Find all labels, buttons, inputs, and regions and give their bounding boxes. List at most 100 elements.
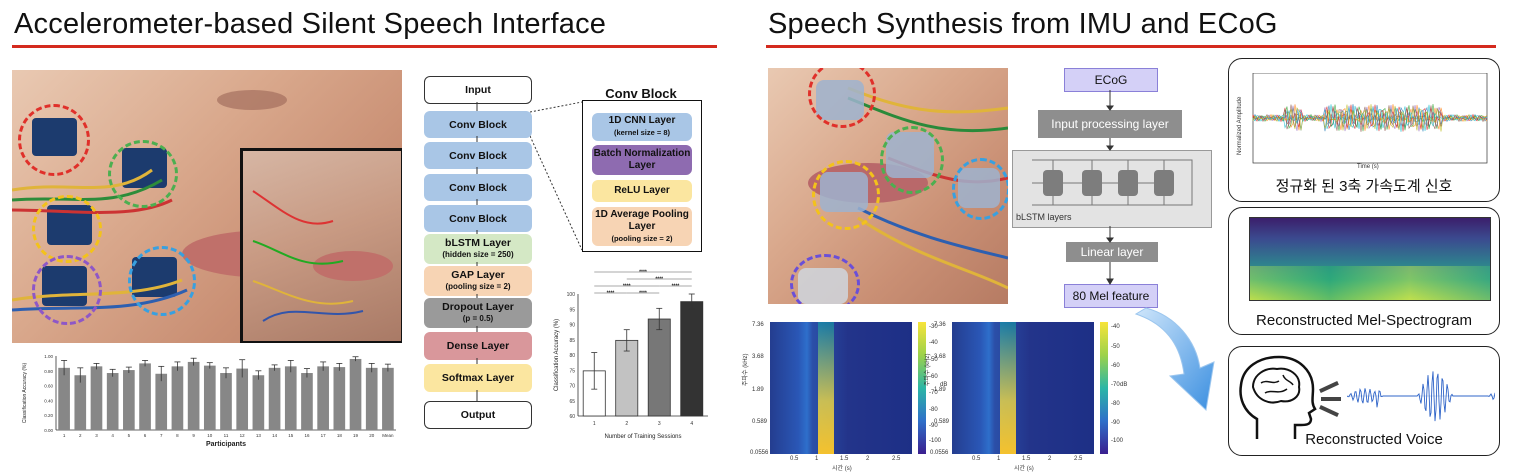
nostril — [217, 90, 287, 110]
spec-xtick: 0.5 — [972, 456, 981, 462]
dashed-circle-purple — [32, 255, 102, 325]
input-processing-box: Input processing layer — [1038, 110, 1182, 138]
chart1-xtick: Mean — [382, 433, 394, 438]
speech-waves-icon — [1319, 404, 1339, 418]
cb-cnn-sub: (kernel size = 8) — [613, 128, 671, 137]
node-blstm-label: bLSTM Layer — [445, 237, 511, 249]
chart2-significance-marker: **** — [639, 270, 647, 276]
chart1-bar — [139, 363, 151, 430]
spec-xtick: 2 — [1048, 456, 1052, 462]
node-conv-block-1: Conv Block — [424, 111, 532, 138]
node-dropout-layer: Dropout Layer (p = 0.5) — [424, 298, 532, 328]
chart1-bar — [317, 366, 329, 430]
dashed-circle-red — [808, 68, 876, 128]
inset-wires — [252, 190, 364, 322]
cb-bn-layer: Batch Normalization Layer — [592, 145, 692, 175]
chart1-xtick: 8 — [176, 433, 179, 438]
inset-photo — [240, 148, 402, 343]
chart1-bar — [74, 375, 87, 430]
chart1-xtick: 4 — [111, 433, 114, 438]
node-conv-block-4: Conv Block — [424, 205, 532, 232]
chart2-ytick: 100 — [567, 292, 576, 298]
chart1-bar — [268, 367, 281, 430]
cbar2-tick: -70 — [1111, 382, 1120, 388]
chart1-bar — [155, 373, 168, 430]
node-gap-layer: GAP Layer (pooling size = 2) — [424, 266, 532, 296]
chart1-ytick: 0.40 — [44, 398, 53, 403]
spec-ytick: 1.89 — [934, 387, 946, 393]
cb-pool-label: 1D Average Pooling Layer — [595, 208, 689, 232]
blstm-cell — [1118, 170, 1138, 196]
chart1-bar — [58, 367, 70, 430]
node-gap-label: GAP Layer — [451, 269, 505, 281]
chart2-significance-marker: **** — [655, 277, 663, 283]
node-dropout-label: Dropout Layer — [442, 301, 514, 313]
chart1-xtick: 15 — [288, 433, 294, 438]
colorbar-2 — [1100, 322, 1108, 454]
cb-pool-layer: 1D Average Pooling Layer (pooling size =… — [592, 207, 692, 246]
chart1-ytick: 0.60 — [44, 384, 53, 389]
chart1-xtick: 10 — [207, 433, 213, 438]
chart1-xtick: 11 — [224, 433, 229, 438]
chart2-ytick: 75 — [569, 368, 575, 374]
chart2-xtick: 2 — [625, 421, 628, 427]
spec-ytick: 7.36 — [752, 322, 764, 328]
chart1-bar — [106, 373, 119, 430]
spectrogram-2-burst — [1000, 322, 1016, 454]
chart1-bar — [382, 367, 394, 430]
cbar1-tick: -100 — [929, 438, 942, 444]
dashed-circle-red — [18, 104, 90, 176]
colorbar-1 — [918, 322, 926, 454]
chart1-bar — [349, 358, 362, 430]
cbar1-tick: -90 — [929, 423, 938, 429]
spec-xtick: 1 — [815, 456, 819, 462]
chart1-xtick: 6 — [144, 433, 147, 438]
cb-pool-sub: (pooling size = 2) — [611, 233, 673, 243]
chart1-xtick: 20 — [369, 433, 375, 438]
chart1-xtick: 12 — [240, 433, 246, 438]
cb-cnn-layer: 1D CNN Layer (kernel size = 8) — [592, 113, 692, 141]
chart1-bar — [220, 373, 232, 430]
voice-waveform — [1347, 371, 1495, 422]
zoom-lines — [530, 101, 583, 251]
chart1-xtick: 18 — [337, 433, 343, 438]
blstm-cell — [1082, 170, 1102, 196]
chart2-significance-marker: **** — [639, 291, 647, 297]
chart1-bar — [123, 370, 135, 430]
ecog-box: ECoG — [1064, 68, 1158, 92]
left-title-underline — [12, 45, 717, 48]
spectrogram-1-burst — [818, 322, 834, 454]
cbar2-tick: -100 — [1111, 438, 1124, 444]
spec-ytick: 3.68 — [934, 354, 946, 360]
right-title: Speech Synthesis from IMU and ECoG — [768, 8, 1278, 40]
node-input: Input — [424, 76, 532, 104]
chart1-bar — [284, 366, 297, 430]
spec-ytick: 0.589 — [752, 419, 768, 425]
chart1-xtick: 14 — [272, 433, 278, 438]
flow-arrows — [476, 102, 478, 401]
chart2-bar — [615, 339, 639, 417]
spec-ytick: 0.0556 — [750, 450, 769, 456]
cbar2-label: dB — [1120, 382, 1128, 388]
dashed-circle-green — [108, 140, 178, 208]
chart1-bar — [171, 366, 184, 430]
node-blstm-layer: bLSTM Layer (hidden size = 250) — [424, 234, 532, 264]
node-softmax-layer: Softmax Layer — [424, 364, 532, 392]
chart2-xtick: 1 — [593, 421, 596, 427]
brain-head-icon — [1239, 355, 1317, 439]
blstm-label: bLSTM layers — [1016, 212, 1072, 222]
linear-layer-box: Linear layer — [1066, 242, 1158, 262]
chart2-ytick: 60 — [569, 414, 575, 420]
blstm-connections — [1032, 159, 1193, 206]
chart1-xtick: 19 — [353, 433, 359, 438]
chart1-ytick: 1.00 — [44, 354, 53, 359]
accel-signal-plot — [1252, 73, 1488, 164]
node-blstm-sub: (hidden size = 250) — [442, 250, 514, 259]
accel-caption: 정규화 된 3축 가속도계 신호 — [1275, 178, 1453, 195]
mel-spectrogram-image — [1249, 217, 1491, 301]
big-arrow-icon — [1134, 307, 1215, 412]
conv-block-detail — [582, 100, 702, 252]
